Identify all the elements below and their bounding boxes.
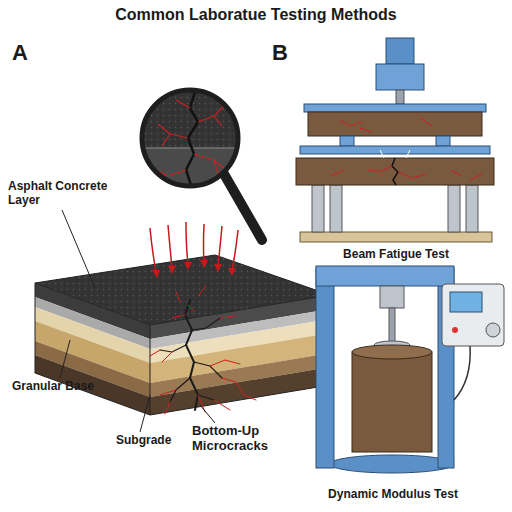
arrow-head — [200, 260, 208, 268]
controller-knob — [486, 323, 500, 337]
deep-subgrade-layer — [150, 367, 330, 415]
test-caption: Dynamic Modulus Test — [288, 488, 498, 502]
block-outline — [35, 283, 330, 415]
base-platen — [330, 455, 454, 473]
arrow-head — [168, 266, 176, 274]
clamp — [340, 136, 354, 146]
magnifier-handle — [224, 174, 262, 240]
frame-post — [316, 268, 334, 468]
panel-letter: A — [12, 40, 42, 65]
load-rod — [396, 90, 404, 104]
controller-screen — [450, 292, 482, 312]
lens-view — [140, 88, 240, 188]
lens-asphalt — [140, 88, 240, 188]
crack-branch — [160, 318, 222, 402]
controller-light — [452, 327, 458, 333]
crack-label: Bottom-Up Microcracks — [192, 424, 302, 454]
magnifier — [140, 88, 262, 240]
clamp — [436, 136, 450, 146]
arrow-head — [214, 264, 222, 272]
magnifier-rim — [142, 90, 238, 186]
load-arrows — [150, 222, 238, 278]
main-crack — [185, 300, 198, 410]
crosshead — [316, 266, 454, 286]
specimen-beam — [296, 158, 494, 185]
arrow-head — [184, 262, 192, 270]
leader-line — [200, 405, 215, 423]
test-caption: Beam Fatigue Test — [296, 248, 496, 262]
cylinder-specimen — [352, 352, 432, 452]
controller-box — [442, 284, 504, 346]
arrow-line — [168, 225, 172, 268]
beam-red-cracks — [330, 118, 482, 180]
lens-red-cracks — [156, 100, 228, 180]
load-plate — [304, 104, 486, 112]
controller-cable — [454, 346, 470, 400]
load-rod — [389, 308, 395, 342]
leader-line — [62, 210, 95, 288]
upper-beam — [308, 112, 482, 136]
arrow-head — [228, 268, 236, 276]
arrow-line — [218, 226, 222, 266]
hydraulic-cylinder — [386, 38, 414, 64]
layer-label: Granular Base — [12, 380, 122, 394]
lens-layer-line — [140, 147, 240, 149]
arrow-line — [203, 224, 205, 262]
arrow-line — [150, 228, 156, 272]
dynamic-modulus-rig — [316, 266, 504, 473]
support-post — [330, 185, 342, 232]
support-post — [466, 185, 478, 232]
leader-line — [60, 340, 70, 378]
support-post — [448, 185, 460, 232]
leader-line — [140, 395, 150, 432]
beam-fatigue-rig — [296, 38, 494, 242]
arrow-line — [232, 230, 238, 270]
red-crack-branch — [150, 315, 256, 414]
surface-crack — [176, 286, 206, 312]
block-edge — [150, 325, 151, 415]
layer-label: Asphalt Concrete Layer — [8, 180, 108, 208]
microcracks — [150, 286, 256, 414]
arrow-line — [186, 222, 188, 264]
asphalt-surface — [35, 255, 330, 325]
actuator-body — [376, 64, 424, 90]
panel-letter: B — [272, 40, 302, 65]
clamp-plate — [300, 146, 490, 154]
diagram-title: Common Laboratue Testing Methods — [0, 6, 512, 24]
arrow-heads — [152, 260, 236, 278]
base-plate — [300, 232, 492, 242]
beam-gap — [380, 150, 410, 158]
support-post — [312, 185, 324, 232]
specimen-top — [352, 345, 432, 359]
load-cell — [380, 286, 404, 308]
arrow-head — [152, 270, 160, 278]
beam-crack — [392, 158, 398, 185]
leader-lines — [60, 210, 215, 432]
